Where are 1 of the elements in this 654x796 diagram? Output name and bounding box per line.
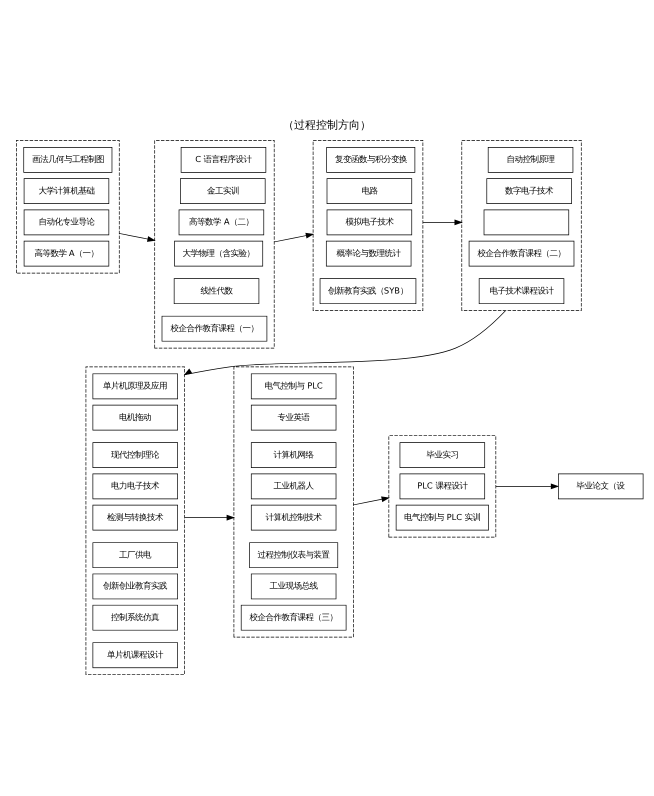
diagram-title: （过程控制方向） [283,118,371,131]
